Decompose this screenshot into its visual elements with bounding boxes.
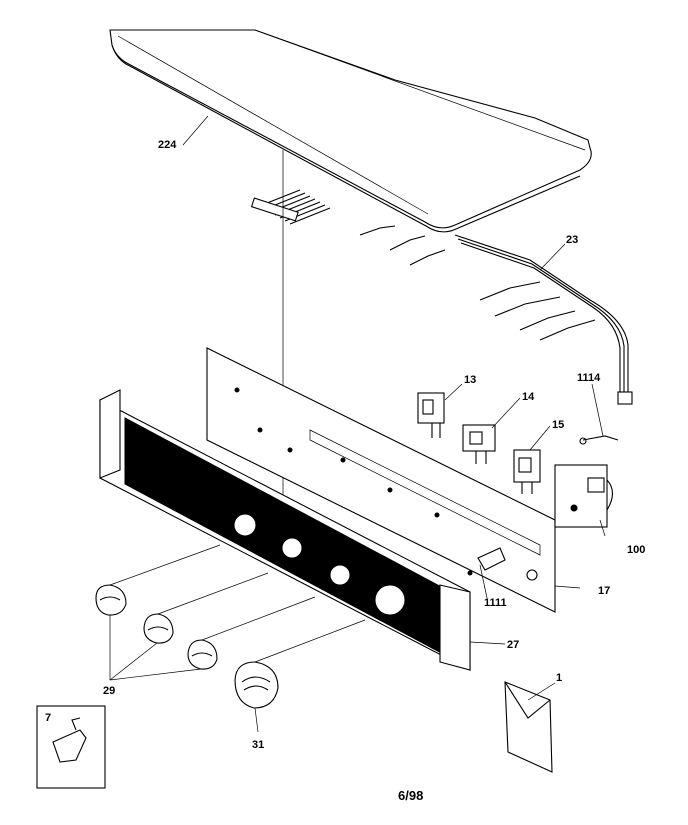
leader-lines [109,115,606,733]
knob-29-guide-lines [109,544,316,641]
label-13: 13 [464,374,476,386]
label-224: 224 [158,139,177,151]
label-17: 17 [598,585,610,597]
part-7-inset [36,705,106,789]
timer-100 [554,464,614,528]
label-31: 31 [252,739,264,751]
switch-14 [462,424,496,464]
label-1: 1 [556,672,562,684]
label-7: 7 [45,712,51,724]
label-14: 14 [522,391,535,403]
knob-hole-3 [329,564,351,586]
knob-hole-4 [374,584,406,616]
label-100: 100 [627,544,645,556]
knob-31 [234,619,366,709]
label-27: 27 [507,639,519,651]
terminal-1114 [579,435,619,445]
top-cover [109,29,592,233]
label-29: 29 [103,685,115,697]
switch-13 [417,392,445,438]
label-23: 23 [566,234,578,246]
knob-hole-2 [281,537,303,559]
front-console-panel [99,389,471,671]
wire-harness-23 [359,225,633,405]
label-1111: 1111 [484,597,507,609]
label-1114: 1114 [577,372,601,384]
manual-bag-1 [504,681,553,773]
clip-1111 [467,547,506,576]
knob-29a [95,584,127,616]
knob-hole-1 [233,513,257,537]
knob-29b [143,613,174,644]
control-panel-back-plate [206,347,556,613]
knob-29c [187,639,218,670]
wire-harness-connector [250,189,331,225]
switch-15 [513,449,541,494]
label-15: 15 [552,419,564,431]
date-code: 6/98 [398,788,423,803]
